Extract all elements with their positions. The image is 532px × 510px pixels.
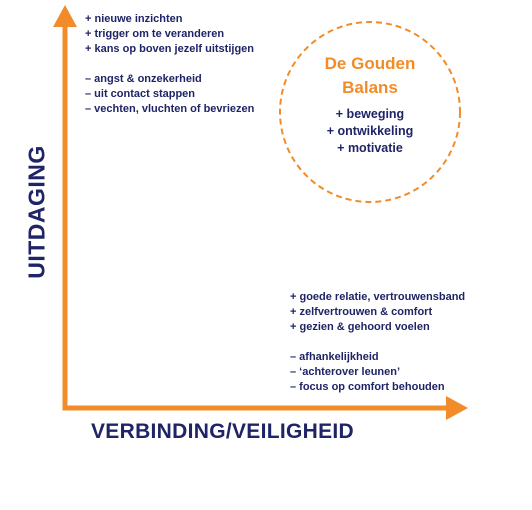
high-connection-effects: + goede relatie, vertrouwensband + zelfv… <box>290 290 465 395</box>
x-axis-arrowhead <box>446 396 468 420</box>
list-item: + goede relatie, vertrouwensband <box>290 291 466 303</box>
golden-balance-items: + beweging + ontwikkeling + motivatie <box>286 106 454 157</box>
y-axis-label: UITDAGING <box>23 145 50 279</box>
golden-balance: De Gouden Balans + beweging + ontwikkeli… <box>286 52 454 157</box>
list-item: + trigger om te veranderen <box>85 28 225 40</box>
list-item: + motivatie <box>337 141 403 155</box>
list-item: – afhankelijkheid <box>290 351 379 363</box>
spacer <box>290 335 465 350</box>
list-item: + beweging <box>335 107 405 121</box>
list-item: + nieuwe inzichten <box>85 13 183 25</box>
list-item: + ontwikkeling <box>326 124 414 138</box>
list-item: + gezien & gehoord voelen <box>290 321 430 333</box>
golden-balance-circle <box>279 21 461 203</box>
list-item: – focus op comfort behouden <box>290 381 445 393</box>
list-item: – uit contact stappen <box>85 88 196 100</box>
list-item: – ‘achterover leunen’ <box>290 366 401 378</box>
golden-balance-title-line1: De Gouden <box>324 54 416 73</box>
list-item: – angst & onzekerheid <box>85 73 202 85</box>
list-item: – vechten, vluchten of bevriezen <box>85 103 255 115</box>
list-item: + zelfvertrouwen & comfort <box>290 306 433 318</box>
high-challenge-effects: + nieuwe inzichten + trigger om te veran… <box>85 12 254 117</box>
y-axis-arrowhead <box>53 5 77 27</box>
list-item: + kans op boven jezelf uitstijgen <box>85 43 255 55</box>
golden-balance-title-line2: Balans <box>342 78 398 97</box>
x-axis-label: VERBINDING/VEILIGHEID <box>91 420 354 443</box>
spacer <box>85 57 254 72</box>
